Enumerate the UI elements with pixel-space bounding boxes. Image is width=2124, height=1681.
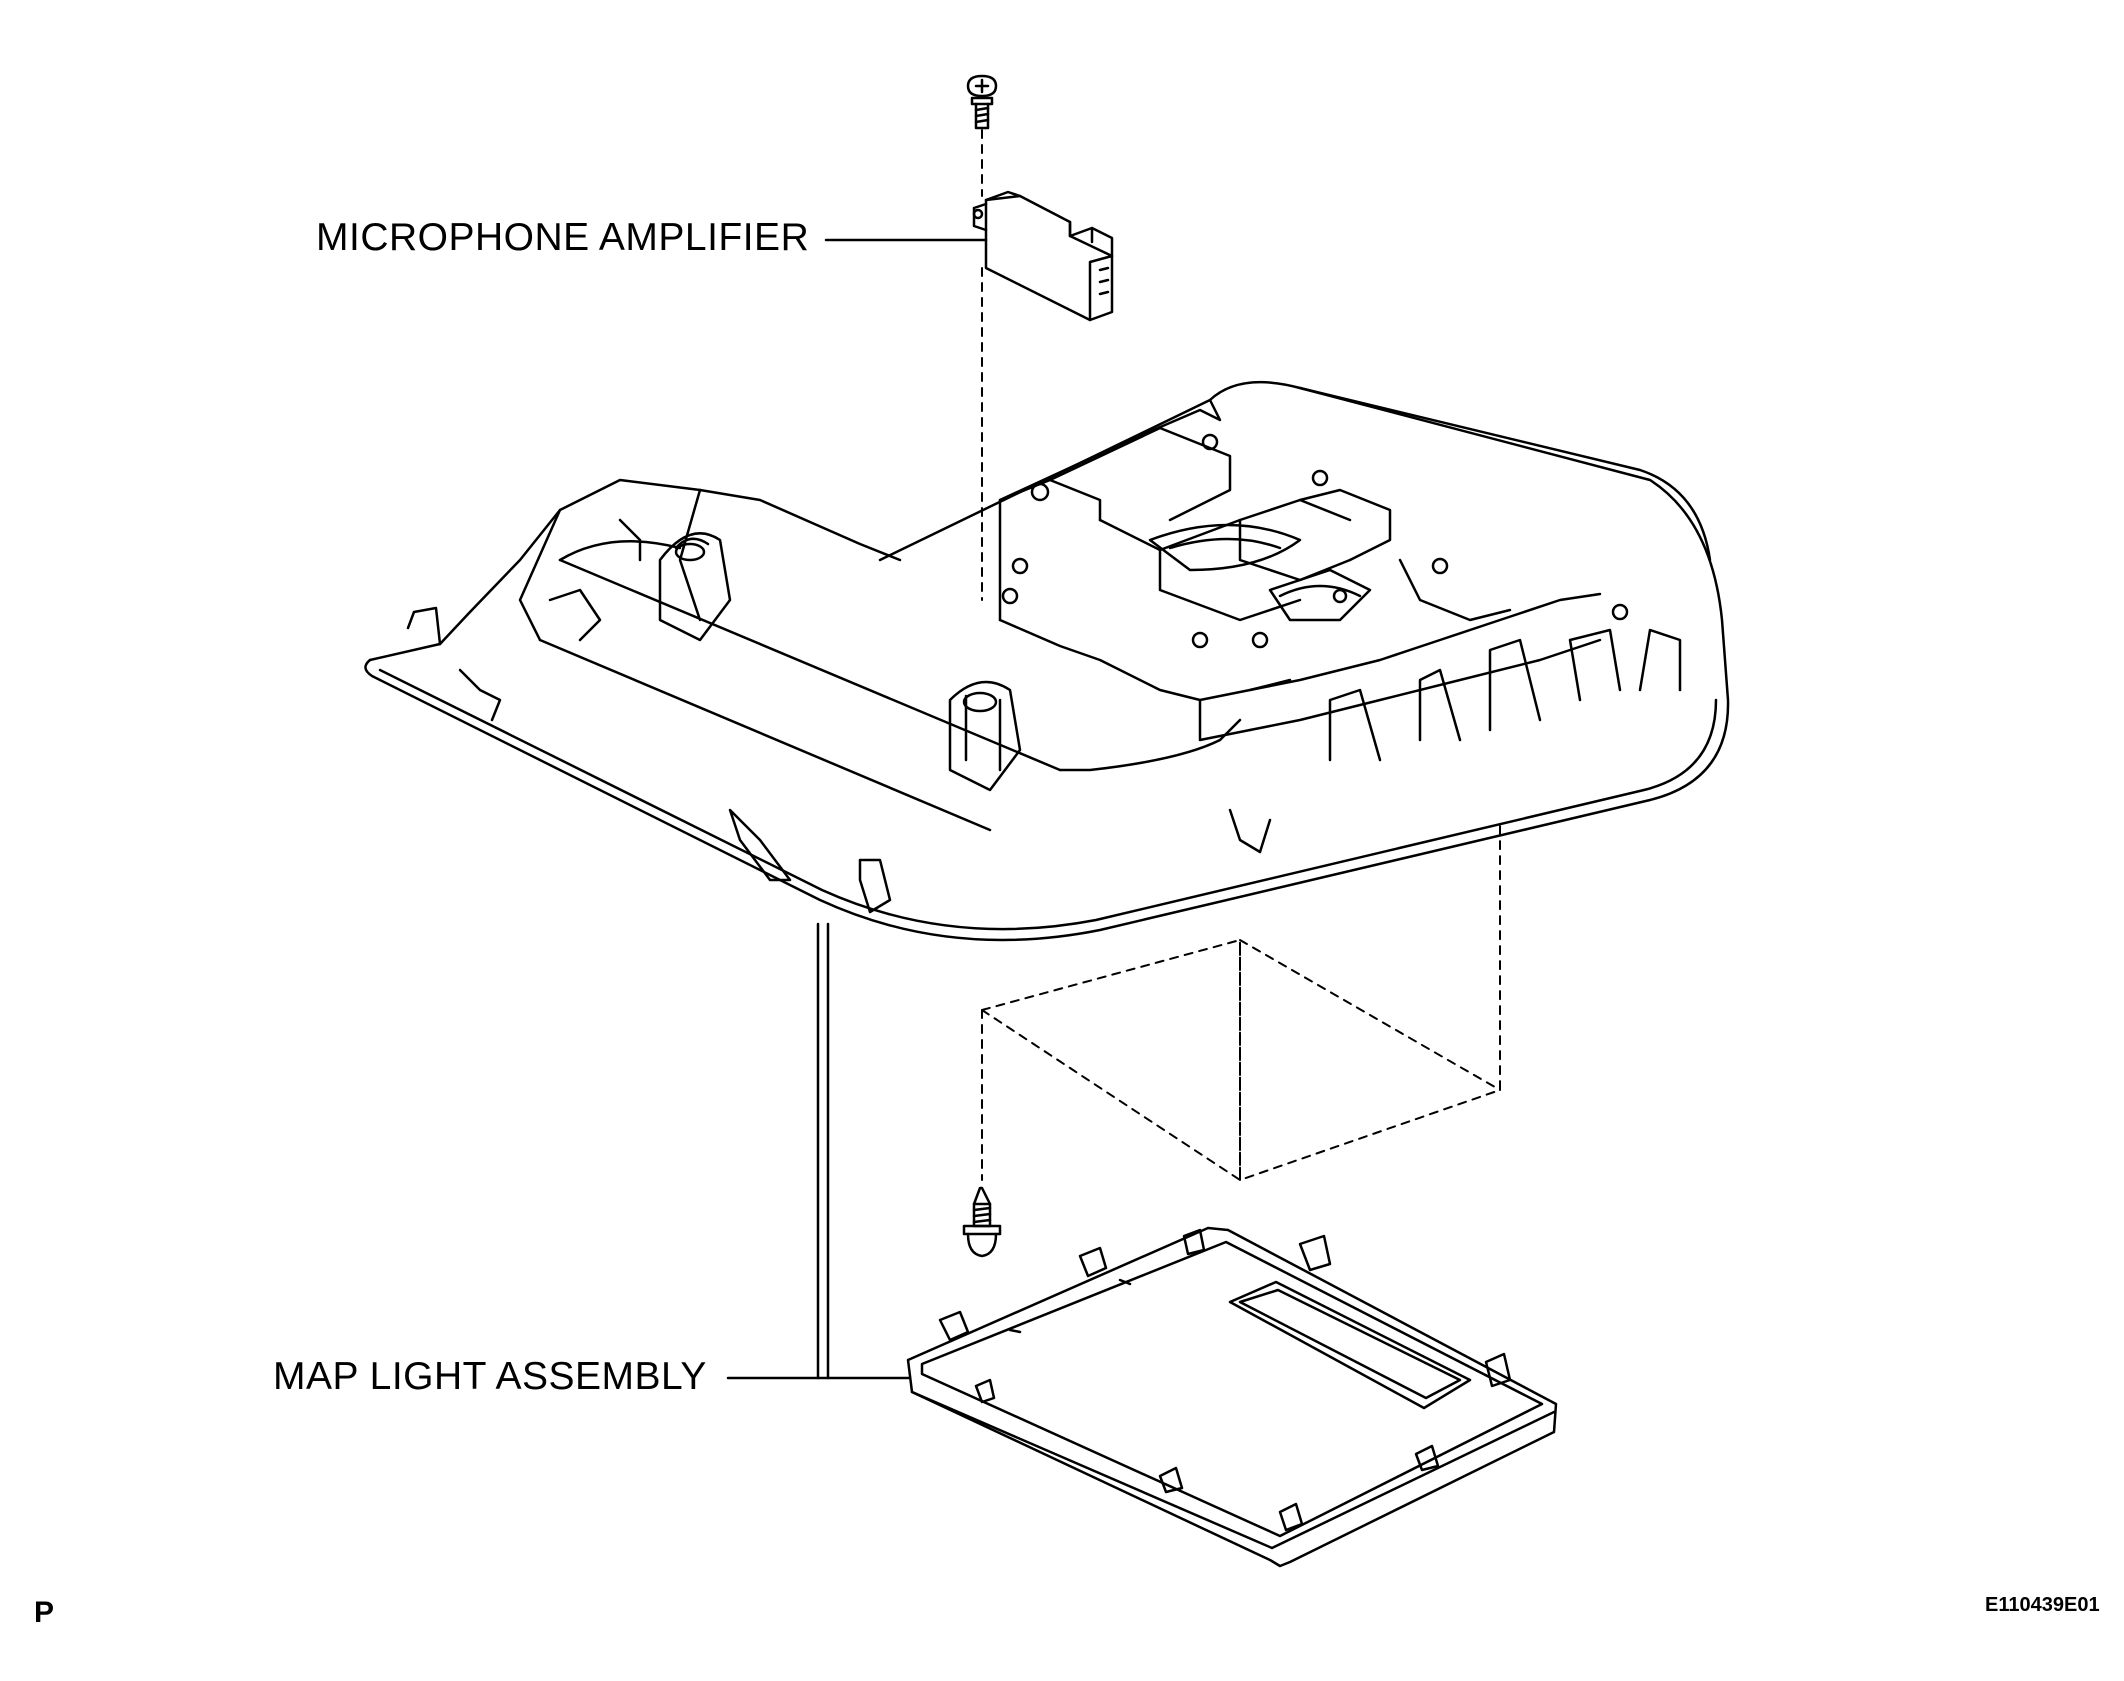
map-light-assembly-label: MAP LIGHT ASSEMBLY	[273, 1355, 707, 1398]
microphone-amplifier-part	[972, 190, 1114, 322]
explode-lines	[981, 129, 1501, 1181]
lower-screw	[962, 1186, 1002, 1258]
leader-lines	[726, 238, 988, 1380]
map-light-housing	[364, 380, 1730, 942]
microphone-amplifier-label: MICROPHONE AMPLIFIER	[316, 216, 810, 259]
view-letter: P	[34, 1596, 55, 1629]
map-light-cover	[906, 1226, 1558, 1568]
map-light-leader-branch	[816, 922, 830, 1380]
top-screw	[966, 74, 998, 130]
map-light-leader	[726, 922, 820, 1380]
figure-code: E110439E01	[1985, 1594, 2100, 1616]
